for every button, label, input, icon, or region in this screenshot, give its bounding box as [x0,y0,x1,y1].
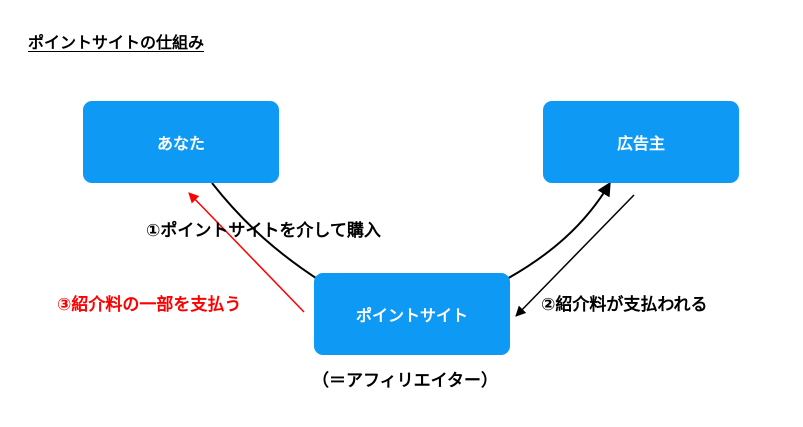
node-advertiser: 広告主 [543,101,739,183]
fee-payment-arrow [515,194,635,317]
affiliator-note: （＝アフィリエイター） [312,371,498,391]
node-advertiser-label: 広告主 [616,134,665,153]
node-point-site: ポイントサイト [314,273,510,355]
fee-payment-label: ②紹介料が支払われる [541,295,708,315]
node-point-site-label: ポイントサイト [355,306,468,325]
node-you-label: あなた [156,134,205,153]
purchase-connector [211,182,323,283]
fee-share-arrow [188,192,305,313]
fee-share-label: ③紹介料の一部を支払う [57,295,242,315]
node-you: あなた [83,101,279,183]
site-to-advertiser-arrow [504,181,611,281]
purchase-label: ①ポイントサイトを介して購入 [146,221,381,241]
diagram-title: ポイントサイトの仕組み [28,33,205,52]
